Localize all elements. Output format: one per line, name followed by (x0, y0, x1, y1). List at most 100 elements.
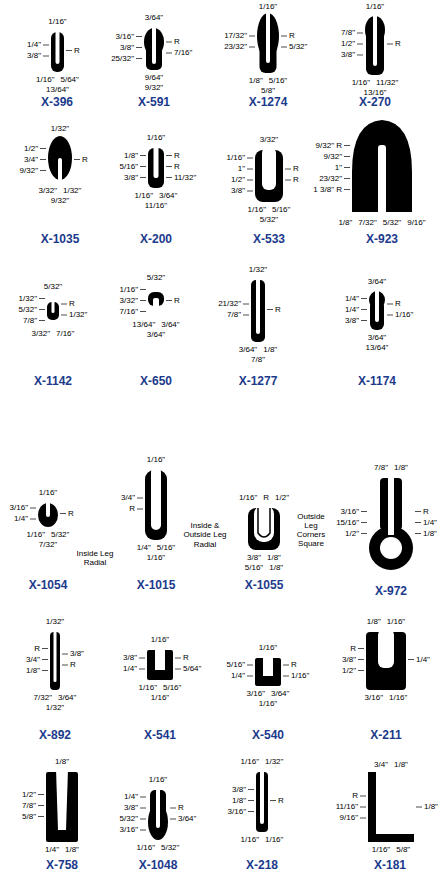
part-number: X-1277 (239, 375, 278, 388)
dimension-label: 5/32" (260, 216, 278, 224)
profile-shape (388, 475, 394, 535)
dimension-label: R (395, 40, 401, 48)
dimension-label: 3/8" (232, 786, 246, 794)
trim-profile (352, 120, 412, 215)
dimension-label: 23/32" (224, 43, 247, 51)
dimension-label: R (174, 163, 180, 171)
dimension-label: 1/2" (341, 40, 355, 48)
dimension-leader (42, 670, 48, 671)
dimension-label: 9/32" (51, 197, 69, 205)
dimension-label: 1/32" (46, 704, 64, 712)
trim-profile (255, 147, 283, 202)
dimension-leader (361, 511, 367, 512)
dimension-leader (249, 36, 255, 37)
dimension-leader (357, 44, 363, 45)
dimension-label: 5/64" (61, 76, 79, 84)
dimension-label: R (178, 804, 184, 812)
dimension-label: 5/16" (272, 206, 290, 214)
dimension-label: 7/16" (174, 49, 192, 57)
dimension-label: 5/32" (383, 219, 401, 227)
dimension-label: 1/8" (394, 464, 408, 472)
dimension-leader (139, 658, 145, 659)
dimension-label: 1/4" (416, 656, 430, 664)
dimension-label: R (263, 494, 269, 502)
dimension-label: R (174, 38, 180, 46)
dimension-label: 1/2" (24, 145, 38, 153)
dimension-leader (61, 304, 67, 305)
dimension-label: 3/8" (123, 654, 137, 662)
part-number: X-923 (366, 233, 398, 246)
note-text: Inside Leg Radial (73, 549, 117, 567)
dimension-label: 1" (238, 165, 245, 173)
dimension-leader (40, 170, 46, 171)
dimension-label: 1/16" (239, 494, 257, 502)
dimension-label: 1/4" (14, 515, 28, 523)
trim-profile (366, 629, 406, 690)
dimension-leader (247, 158, 253, 159)
dimension-leader (357, 55, 363, 56)
part-number: X-650 (140, 375, 172, 388)
dimension-label: 1/2" (22, 791, 36, 799)
dimension-label: 5/8" (396, 846, 410, 854)
dimension-leader (416, 807, 422, 808)
dimension-leader (30, 519, 36, 520)
dimension-label: 7/8" (22, 802, 36, 810)
dimension-label: 3/8" (341, 51, 355, 59)
dimension-label: 1/16" (48, 18, 66, 26)
dimension-leader (170, 808, 176, 809)
part-number: X-1035 (41, 233, 80, 246)
note-text: Inside & Outside Leg Radial (183, 521, 227, 549)
trim-profile (38, 500, 58, 527)
dimension-label: 1/8" (65, 846, 79, 854)
dimension-label: R (70, 661, 76, 669)
dimension-label: 1/16" (259, 3, 277, 11)
dimension-label: 5/32" (120, 815, 138, 823)
dimension-leader (415, 511, 421, 512)
dimension-label: R (74, 47, 80, 55)
profile-shape (378, 145, 386, 215)
dimension-label: 5/16" (227, 661, 245, 669)
dimension-label: 7/8" (341, 29, 355, 37)
dimension-label: 1/4" (124, 793, 138, 801)
dimension-label: 7/8" (23, 317, 37, 325)
part-number: X-540 (252, 729, 284, 742)
dimension-leader (166, 177, 172, 178)
dimension-label: 1" (335, 164, 342, 172)
dimension-leader (360, 807, 366, 808)
dimension-label: 1/16" (147, 554, 165, 562)
dimension-label: R (293, 165, 299, 173)
dimension-label: 1/16" (147, 134, 165, 142)
dimension-label: 1/16" (248, 206, 266, 214)
dimension-label: 11/16" (145, 202, 167, 210)
dimension-label: 5/32" (147, 274, 165, 282)
trim-profile (365, 13, 385, 75)
dimension-label: R (129, 505, 135, 513)
dimension-label: 23/32" (319, 175, 342, 183)
dimension-label: R (293, 176, 299, 184)
dimension-leader (61, 315, 67, 316)
dimension-leader (247, 180, 253, 181)
dimension-label: 3/32" (39, 187, 57, 195)
dimension-leader (247, 676, 253, 677)
dimension-label: 9/32" (20, 167, 38, 175)
dimension-label: 3/64" (368, 278, 386, 286)
dimension-label: 1/8" (394, 761, 408, 769)
dimension-label: R (68, 510, 74, 518)
dimension-leader (40, 148, 46, 149)
dimension-label: 5/16" (120, 163, 138, 171)
dimension-leader (166, 42, 172, 43)
dimension-label: 3/4" (26, 656, 40, 664)
dimension-label: R (291, 661, 297, 669)
profile-shape (54, 629, 57, 682)
dimension-leader (30, 508, 36, 509)
dimension-label: 1/2" (342, 667, 356, 675)
dimension-label: 5/32" (44, 283, 62, 291)
dimension-leader (358, 659, 364, 660)
trim-profile (47, 299, 59, 320)
dimension-label: 1/16" (265, 836, 283, 844)
dimension-leader (136, 47, 142, 48)
dimension-leader (175, 658, 181, 659)
dimension-leader (166, 166, 172, 167)
dimension-leader (136, 58, 142, 59)
trim-profile (46, 769, 78, 842)
